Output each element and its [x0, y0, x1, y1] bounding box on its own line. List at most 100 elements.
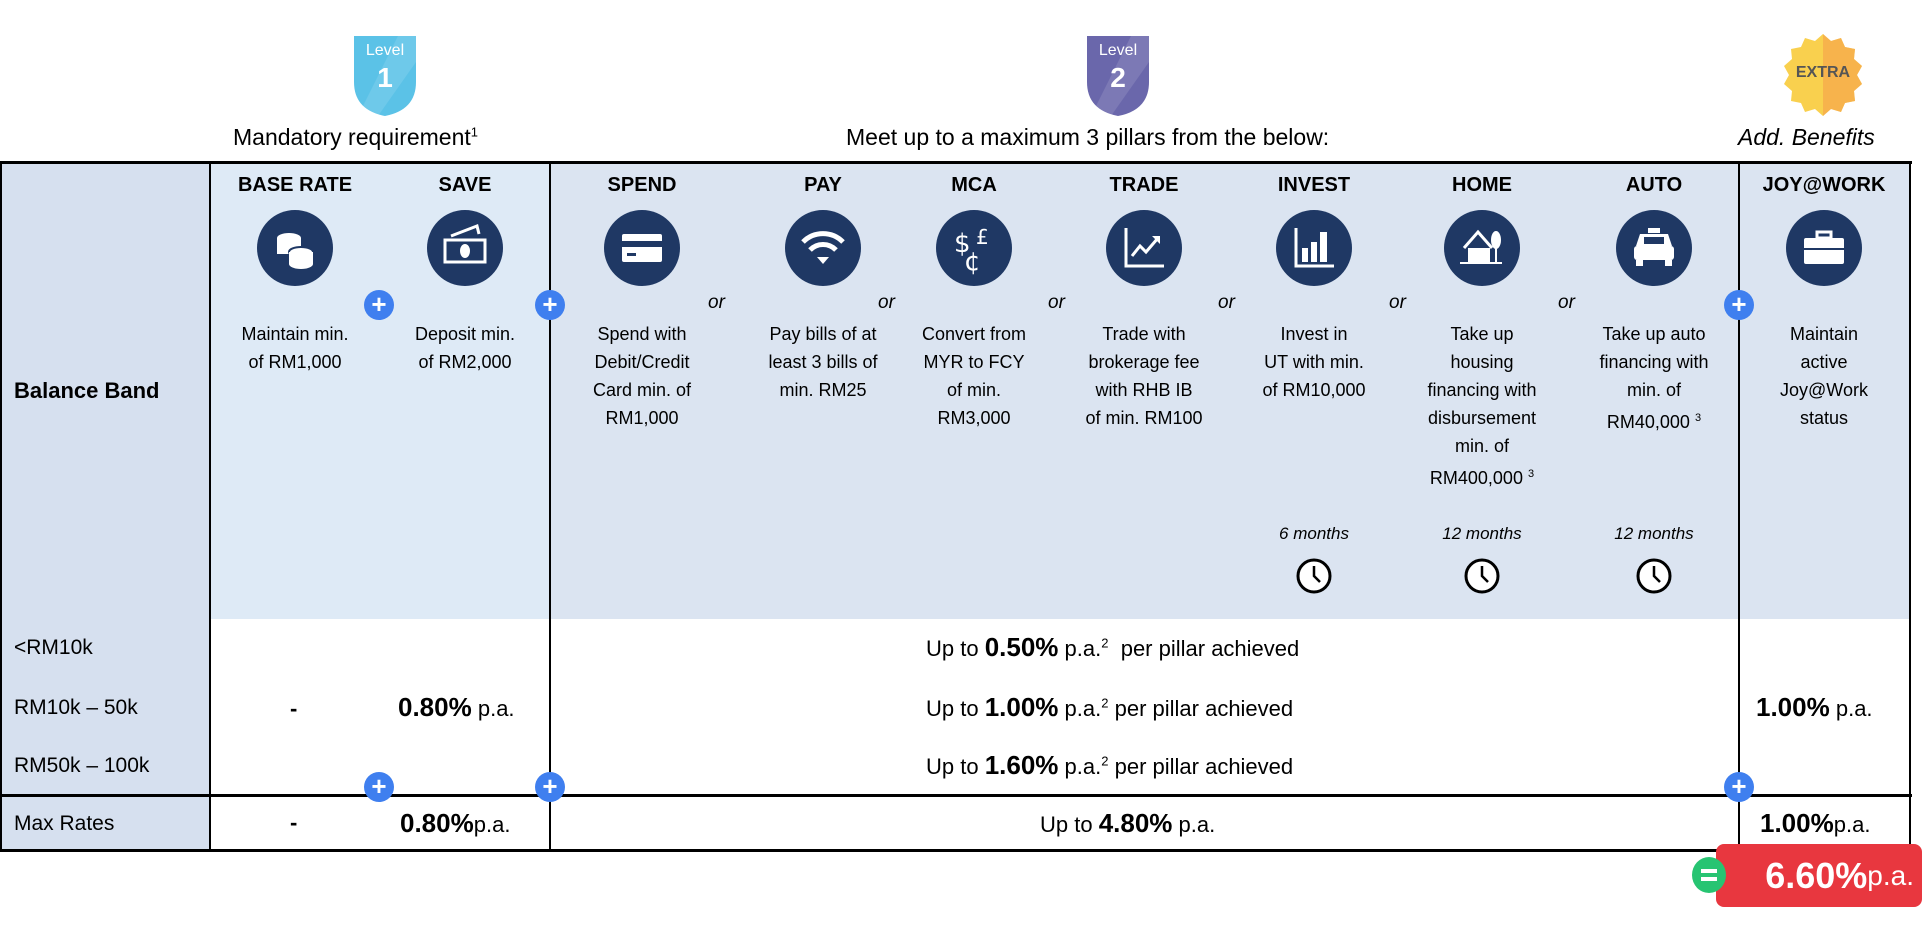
- footnote-3: 3: [1694, 412, 1702, 424]
- description-line: of RM10,000: [1229, 376, 1399, 404]
- duration-label: 12 months: [1442, 524, 1522, 543]
- description-line: Maintain min.: [210, 320, 380, 348]
- description-text: Take up auto: [1602, 324, 1706, 344]
- description-text: with RHB IB: [1095, 380, 1193, 400]
- description-text: Card min. of: [592, 380, 692, 400]
- column-header: JOY@WORK: [1762, 174, 1886, 196]
- description-line: Take up auto: [1569, 320, 1739, 348]
- or-label: or: [878, 292, 895, 313]
- description-line: Pay bills of at: [738, 320, 908, 348]
- description-line: MYR to FCY: [889, 348, 1059, 376]
- column-description: Pay bills of at least 3 bills of min. RM25: [738, 320, 908, 404]
- description-text: Deposit min.: [414, 324, 516, 344]
- footnote-2: 2: [1101, 695, 1109, 711]
- description-line: Invest in: [1229, 320, 1399, 348]
- car-icon: [1616, 210, 1692, 286]
- plus-icon: +: [1724, 772, 1754, 802]
- total-rate-badge: 6.60%p.a.: [1716, 844, 1922, 907]
- description-line: min. RM25: [738, 376, 908, 404]
- trend-chart-icon: [1106, 210, 1182, 286]
- column-description: Maintain min. of RM1,000: [210, 320, 380, 376]
- table-left-border: [0, 161, 2, 852]
- description-text: Spend with: [597, 324, 687, 344]
- max-rates-label: Max Rates: [14, 812, 115, 835]
- max-save-rate-value: 0.80%: [400, 808, 474, 838]
- or-label: or: [1048, 292, 1065, 313]
- column-header: AUTO: [1625, 174, 1683, 196]
- description-line: of RM1,000: [210, 348, 380, 376]
- level1-subtitle-text: Mandatory requirement: [233, 124, 471, 150]
- description-line: with RHB IB: [1059, 376, 1229, 404]
- joy-rate: 1.00% p.a.: [1756, 692, 1873, 723]
- column-header: SPEND: [607, 174, 677, 196]
- description-text: of min. RM100: [1085, 408, 1203, 428]
- description-line: Trade with: [1059, 320, 1229, 348]
- description-line: UT with min.: [1229, 348, 1399, 376]
- description-line: RM400,000 3: [1397, 460, 1567, 492]
- description-line: financing with: [1569, 348, 1739, 376]
- description-text: RM40,000: [1606, 412, 1690, 432]
- total-rate-value: 6.60%: [1765, 854, 1868, 896]
- description-line: RM1,000: [557, 404, 727, 432]
- extra-badge: EXTRA: [1780, 32, 1866, 118]
- svg-text:£: £: [976, 225, 989, 249]
- cash-icon: [427, 210, 503, 286]
- description-line: Debit/Credit: [557, 348, 727, 376]
- description-line: brokerage fee: [1059, 348, 1229, 376]
- or-label: or: [1558, 292, 1575, 313]
- description-line: min. of: [1569, 376, 1739, 404]
- footnote-3: 3: [1527, 468, 1535, 480]
- table-top-border: [0, 161, 1912, 164]
- description-text: of RM1,000: [248, 352, 342, 372]
- level2-number: 2: [1110, 62, 1126, 93]
- description-text: Invest in: [1280, 324, 1348, 344]
- column-description: Take up auto financing with min. of RM40,00…: [1569, 320, 1739, 436]
- description-line: Deposit min.: [380, 320, 550, 348]
- description-text: Pay bills of at: [769, 324, 877, 344]
- rate-value: 1.00%: [984, 692, 1059, 722]
- max-rates-divider: [0, 794, 1912, 797]
- description-line: Card min. of: [557, 376, 727, 404]
- column-header: INVEST: [1277, 174, 1351, 196]
- joy-rate-unit: p.a.: [1829, 696, 1873, 721]
- band-label: RM50k – 100k: [14, 754, 150, 777]
- description-text: RM3,000: [937, 408, 1011, 428]
- svg-text:$: $: [954, 229, 971, 259]
- table-right-border: [1909, 161, 1911, 852]
- level1-subtitle: Mandatory requirement1: [233, 124, 478, 151]
- rate-prefix: Up to: [1040, 812, 1099, 837]
- description-text: of min.: [946, 380, 1002, 400]
- description-text: Joy@Work: [1780, 380, 1868, 400]
- description-text: RM400,000: [1429, 468, 1523, 488]
- max-save-rate: 0.80%p.a.: [400, 808, 510, 839]
- rate-unit: p.a.: [1058, 754, 1102, 779]
- base-rate-value: -: [290, 696, 298, 721]
- description-line: disbursement: [1397, 404, 1567, 432]
- currency-icon: $£¢: [936, 210, 1012, 286]
- rate-prefix: Up to: [926, 754, 985, 779]
- or-label: or: [1218, 292, 1235, 313]
- description-text: min. of: [1626, 380, 1682, 400]
- description-line: min. of: [1397, 432, 1567, 460]
- footnote-2: 2: [1101, 635, 1109, 651]
- coins-icon: [257, 210, 333, 286]
- description-line: Spend with: [557, 320, 727, 348]
- wifi-icon: [785, 210, 861, 286]
- rate-suffix: per pillar achieved: [1108, 754, 1294, 779]
- max-pillar-rate: Up to 4.80% p.a.: [1040, 808, 1215, 839]
- description-line: of min. RM100: [1059, 404, 1229, 432]
- description-text: least 3 bills of: [768, 352, 878, 372]
- pillar-rate-band-2: Up to 1.00% p.a.2 per pillar achieved: [926, 692, 1293, 723]
- equals-icon: [1692, 857, 1726, 893]
- column-divider: [209, 161, 211, 852]
- description-text: housing: [1450, 352, 1514, 372]
- or-label: or: [708, 292, 725, 313]
- description-text: MYR to FCY: [923, 352, 1025, 372]
- description-line: active: [1739, 348, 1909, 376]
- description-text: Maintain: [1789, 324, 1859, 344]
- clock-icon: [1463, 557, 1501, 595]
- rate-unit: p.a.: [1172, 812, 1216, 837]
